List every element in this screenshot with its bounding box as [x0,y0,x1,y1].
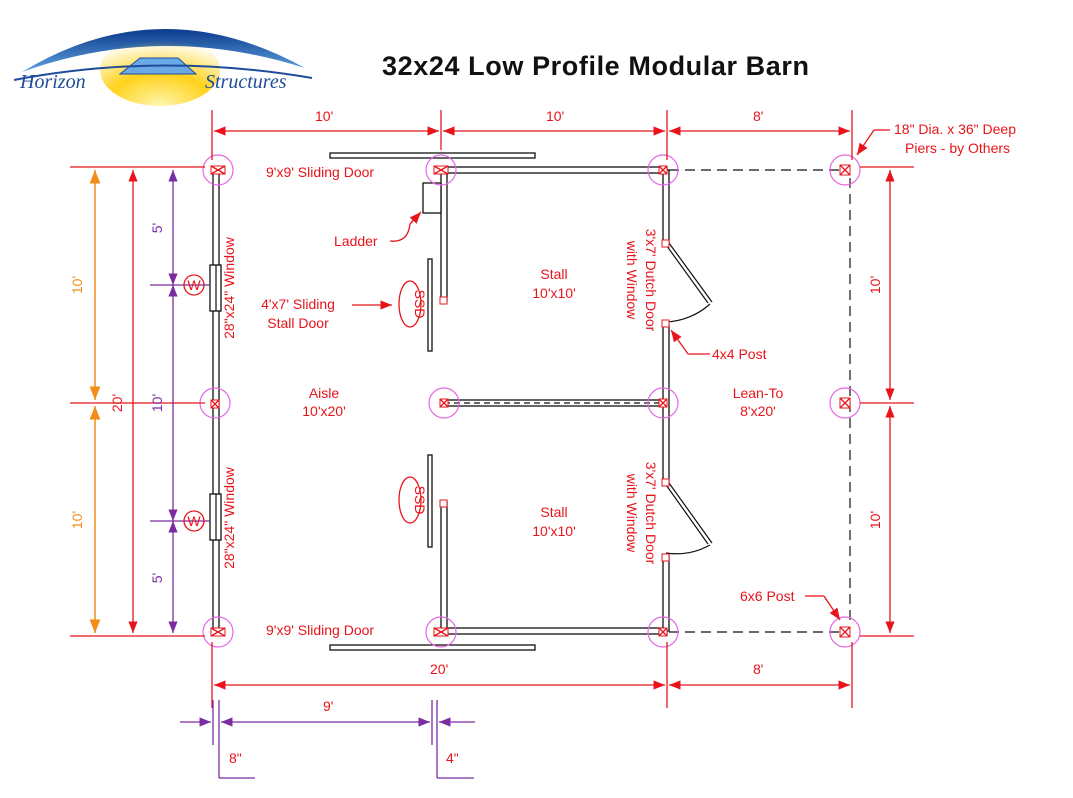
pier [425,616,457,648]
dim-right-1: 10' [867,276,883,294]
label-lean-to-2: 8'x20' [740,403,776,419]
offset-dimensions: 9' 8" 4" [180,698,475,779]
label-stall-door-2: Stall Door [267,315,329,331]
posts [210,164,851,638]
logo-arc [22,28,305,72]
dim-left-total: 20' [109,394,125,412]
post [210,165,226,175]
label-stall-door-1: 4'x7' Sliding [261,296,335,312]
label-dutch-top-1: 3'x7' Dutch Door [643,229,659,332]
dutch-door-top [663,241,713,323]
pier [647,154,679,186]
label-post-4x4: 4x4 Post [712,346,767,362]
dim-left-pur-3: 5' [149,573,165,583]
label-aisle-2: 10'x20' [302,403,346,419]
pier [202,616,234,648]
bottom-dimensions: 20' 8' [211,642,853,708]
right-dimensions: 10' 10' [860,166,914,637]
label-aisle-1: Aisle [309,385,340,401]
pier [202,154,234,186]
label-window-bottom: 28"x24" Window [221,466,237,569]
label-sliding-door-bottom: 9'x9' Sliding Door [266,622,374,638]
label-stall-bottom-2: 10'x10' [532,523,576,539]
label-dutch-bottom-2: with Window [624,473,640,553]
dim-offset-4in: 4" [446,750,459,766]
pier [425,154,457,186]
dim-bottom-total: 20' [430,661,448,677]
ssd-marker-bottom [398,476,422,524]
label-stall-top-2: 10'x10' [532,285,576,301]
ssd-marker-top [398,280,422,328]
logo-word-structures: Structures [205,71,287,93]
post [439,398,449,408]
pier [829,616,861,648]
left-dimensions: 10' 10' 20' 5' 10' 5' W W [69,166,210,637]
label-stall-bottom-1: Stall [540,504,567,520]
label-ladder: Ladder [334,233,378,249]
post [433,165,449,175]
ssd-label-bottom: SSD [412,486,428,515]
dim-top-a: 10' [315,108,333,124]
dim-top-b: 10' [546,108,564,124]
logo-word-horizon: Horizon [19,71,86,93]
dim-left-pur-1: 5' [149,223,165,233]
dim-top-c: 8' [753,108,763,124]
label-post-6x6: 6x6 Post [740,588,795,604]
label-dutch-top-2: with Window [624,240,640,320]
label-lean-to-1: Lean-To [733,385,784,401]
window-marker [183,510,205,532]
dim-left-orange-2: 10' [69,511,85,529]
ssd-label-top: SSD [412,290,428,319]
post [839,164,851,176]
sliding-door-bottom [329,644,536,651]
post [839,626,851,638]
pier [647,387,679,419]
pier [647,616,679,648]
pier [829,154,861,186]
sliding-stall-door-bottom [427,454,433,548]
label-stall-top-1: Stall [540,266,567,282]
dim-bottom-lean: 8' [753,661,763,677]
page-title: 32x24 Low Profile Modular Barn [382,51,810,81]
company-logo: Horizon Structures [13,28,313,106]
pier [428,387,460,419]
post [658,627,668,637]
post [658,398,668,408]
ladder [422,182,442,214]
window-marker-label: W [187,513,201,529]
window-marker [183,274,205,296]
label-sliding-door-top: 9'x9' Sliding Door [266,164,374,180]
dim-left-orange-1: 10' [69,276,85,294]
label-piers-1: 18" Dia. x 36" Deep [894,121,1016,137]
dim-left-pur-2: 10' [149,394,165,412]
dim-right-2: 10' [867,511,883,529]
post [658,165,668,175]
dim-offset-8in: 8" [229,750,242,766]
window-marker-label: W [187,277,201,293]
stall-front-wall-top [440,169,448,302]
plan-labels: 9'x9' Sliding Door 9'x9' Sliding Door La… [221,121,1016,638]
dim-offset-9: 9' [323,698,333,714]
post [210,399,220,409]
top-stall-wall [440,166,668,174]
post [433,627,449,637]
stall-back-wall-1 [662,169,670,243]
dutch-door-bottom [663,481,713,555]
post [839,397,851,409]
label-piers-2: Piers - by Others [905,140,1010,156]
label-window-top: 28"x24" Window [221,236,237,339]
top-dimensions: 10' 10' 8' [211,108,853,160]
post [210,627,226,637]
lean-to-outline [669,169,851,633]
sliding-stall-door-top [427,258,433,352]
stall-front-wall-bottom [440,500,448,632]
bottom-stall-wall [440,627,668,635]
label-dutch-bottom-1: 3'x7' Dutch Door [643,462,659,565]
stall-back-wall-3 [662,554,670,632]
